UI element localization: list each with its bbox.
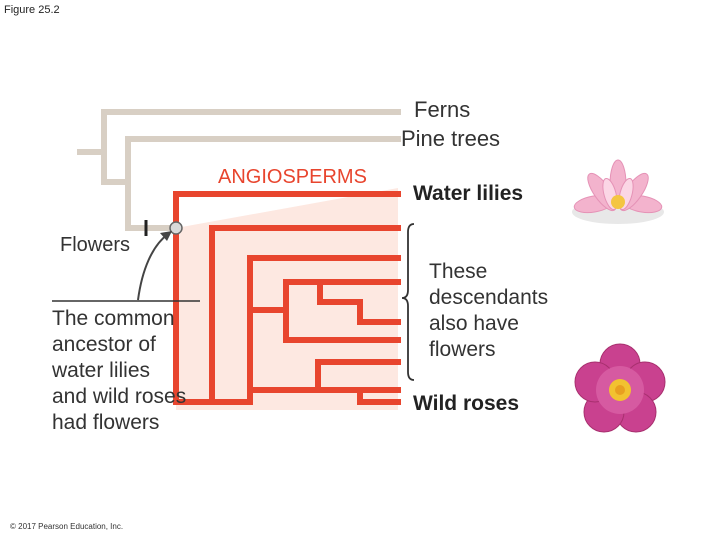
angiosperm-branches	[173, 191, 401, 405]
descendants-caption-line: These	[429, 260, 488, 283]
common-ancestor-node	[169, 221, 183, 235]
ancestor-caption-line: water lilies	[52, 359, 151, 382]
clade-label-angiosperms: ANGIOSPERMS	[218, 166, 367, 188]
descendants-caption-line: also have	[429, 312, 519, 335]
taxon-ferns: Ferns	[414, 97, 471, 122]
descendants-caption: These descendants also have flowers	[429, 259, 589, 363]
taxon-water-lilies: Water lilies	[413, 182, 524, 205]
ancestor-caption: The common ancestor of water lilies and …	[52, 306, 227, 436]
descendants-bracket	[401, 223, 415, 381]
figure-label: Figure 25.2	[4, 4, 60, 16]
copyright-notice: © 2017 Pearson Education, Inc.	[10, 522, 124, 531]
descendants-caption-line: descendants	[429, 286, 549, 309]
ancestor-caption-line: had flowers	[52, 411, 160, 434]
ancestor-caption-line: ancestor of	[52, 333, 156, 356]
ancestor-arrowhead	[160, 231, 172, 241]
basal-branches	[77, 109, 401, 231]
taxon-wild-roses: Wild roses	[413, 392, 520, 415]
taxon-pine-trees: Pine trees	[401, 126, 501, 151]
wild-rose-flower-icon	[574, 343, 666, 433]
trait-label-flowers: Flowers	[60, 234, 131, 256]
ancestor-arrow	[137, 233, 169, 301]
water-lily-flower-icon	[572, 159, 664, 224]
ancestor-caption-line: The common	[52, 307, 175, 330]
ancestor-caption-line: and wild roses	[52, 385, 187, 408]
descendants-caption-line: flowers	[429, 338, 496, 361]
